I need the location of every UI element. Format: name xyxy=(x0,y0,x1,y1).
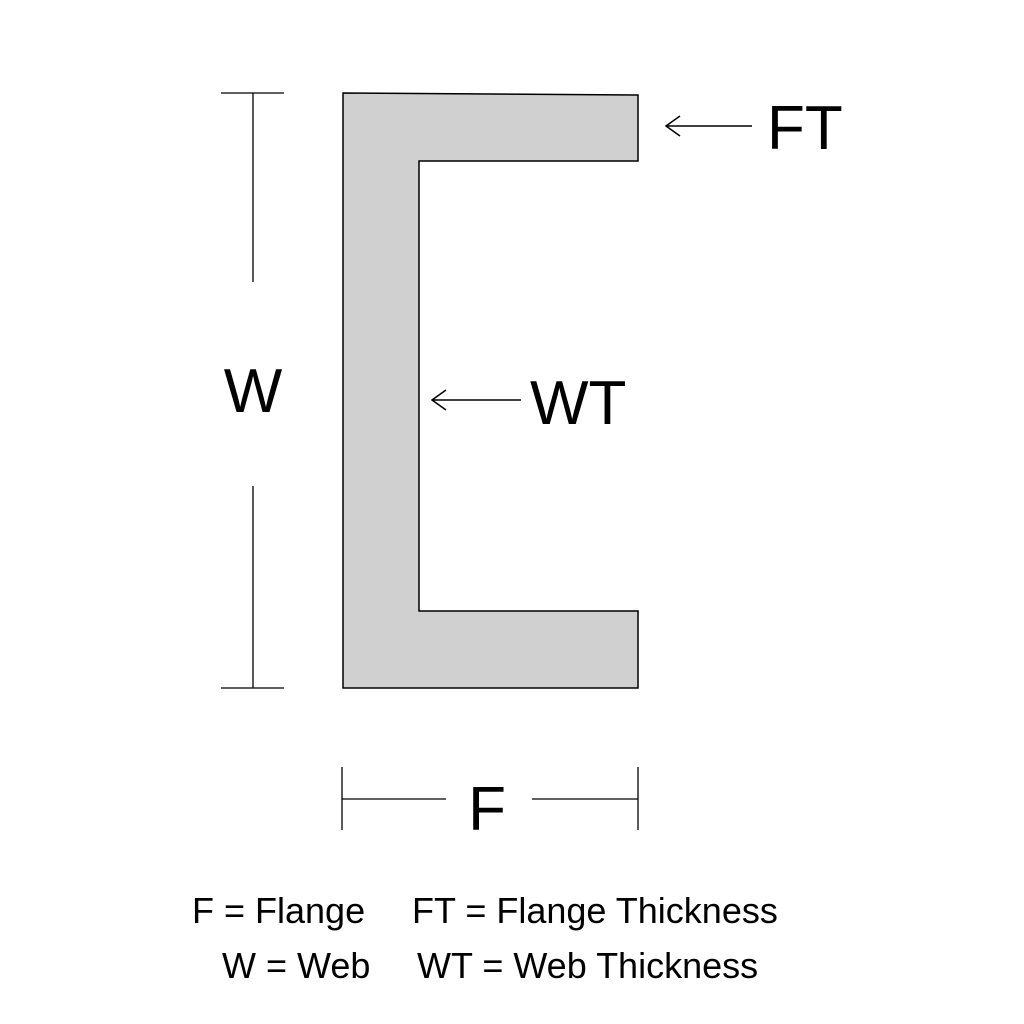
legend-web: W = Web xyxy=(222,945,371,986)
legend-web-thickness: WT = Web Thickness xyxy=(417,945,759,986)
flange-label: F xyxy=(468,775,506,844)
flange-thickness-arrow xyxy=(664,115,752,137)
legend-flange-thickness: FT = Flange Thickness xyxy=(412,890,778,931)
web-label: W xyxy=(224,357,283,426)
web-thickness-label: WT xyxy=(530,369,626,438)
flange-dimension xyxy=(341,767,639,830)
flange-thickness-label: FT xyxy=(767,94,843,163)
legend: F = Flange FT = Flange Thickness W = Web… xyxy=(0,890,1024,1000)
web-dimension xyxy=(221,92,284,689)
web-thickness-arrow xyxy=(430,389,521,411)
legend-flange: F = Flange xyxy=(192,890,366,931)
channel-profile xyxy=(342,92,639,689)
